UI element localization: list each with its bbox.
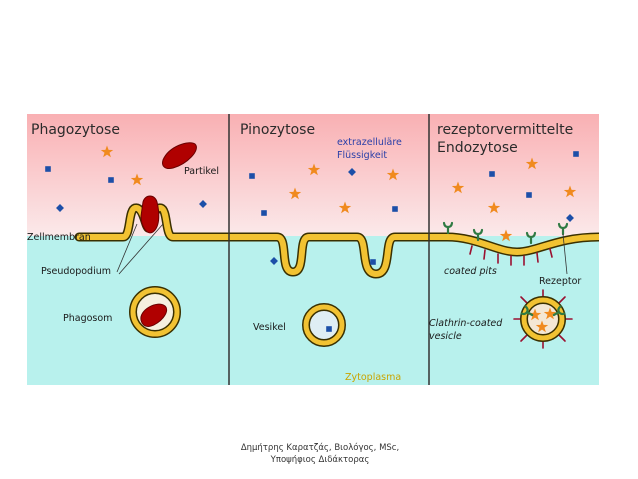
cytoplasm-label: Zytoplasma <box>345 372 401 383</box>
pseudopodium-label: Pseudopodium <box>41 266 111 277</box>
rme-title-line-2: Endozytose <box>437 140 518 156</box>
membrane-label: Zellmembran <box>27 232 91 243</box>
caption-line-2: Υποψήφιος Διδάκτορας <box>270 455 370 465</box>
extracellular-label-2: Flüssigkeit <box>337 150 387 161</box>
vesicle-label: Vesikel <box>253 322 286 333</box>
square-icon <box>573 151 579 157</box>
pseudopodium-pointer-1 <box>116 223 138 273</box>
extracellular-label-1: extrazelluläre <box>337 137 402 148</box>
particle-label: Partikel <box>184 166 219 177</box>
extracellular-background <box>27 114 599 236</box>
caption-line-1: Δημήτρης Καρατζάς, Βιολόγος, MSc, <box>240 443 400 453</box>
clathrin-coated-vesicle <box>513 289 573 349</box>
square-icon <box>261 210 267 216</box>
square-icon <box>108 177 114 183</box>
square-icon <box>526 192 532 198</box>
square-icon <box>45 166 51 172</box>
clathrin-label-1: Clathrin-coated <box>429 318 503 329</box>
rme-title-line-1: rezeptorvermittelte <box>437 122 573 138</box>
pseudopodium-pointer-2 <box>118 223 164 275</box>
endocytosis-diagram: Phagozytose Partikel Zellmembran Pseudop… <box>27 114 599 385</box>
pinocytosis-title: Pinozytose <box>240 122 315 138</box>
clathrin-label-2: vesicle <box>429 331 462 342</box>
receptor-pointer <box>562 233 568 275</box>
square-icon <box>489 171 495 177</box>
particle-free <box>162 142 197 169</box>
coated-pits-label: coated pits <box>444 266 497 277</box>
phagosome-particle <box>140 303 167 327</box>
author-caption: Δημήτρης Καρατζάς, Βιολόγος, MSc, Υποψήφ… <box>200 442 440 466</box>
phagocytosis-title: Phagozytose <box>31 122 120 138</box>
particle-engulfed <box>140 195 160 234</box>
square-icon <box>392 206 398 212</box>
square-icon <box>370 259 376 265</box>
phagosome-label: Phagosom <box>63 313 112 324</box>
square-icon <box>249 173 255 179</box>
receptor-label: Rezeptor <box>539 276 581 287</box>
clathrin-coat-pit <box>469 245 553 266</box>
square-icon <box>326 326 332 332</box>
